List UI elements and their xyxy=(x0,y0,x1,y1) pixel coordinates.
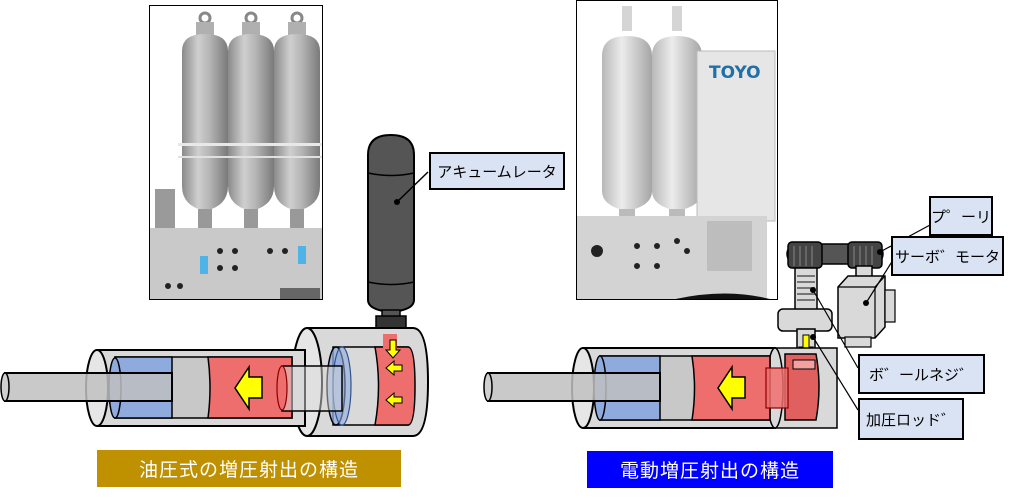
injection-arrow-icon xyxy=(234,364,263,412)
hydraulic-unit-illustration xyxy=(150,11,322,299)
ball-screw-label: ボ゛ールネジ゛ xyxy=(858,354,985,394)
servo-motor xyxy=(837,265,896,348)
hydraulic-unit-photo xyxy=(149,5,323,300)
tank xyxy=(182,11,228,229)
accumulator-vessel xyxy=(367,133,415,335)
leader-dot xyxy=(394,199,400,205)
tank xyxy=(228,11,274,229)
electric-unit-illustration xyxy=(577,6,776,299)
injection-arrow-icon xyxy=(717,364,746,412)
hydraulic-caption: 油圧式の増圧射出の構造 xyxy=(97,450,401,487)
leader-dots xyxy=(810,249,883,340)
pulley-assembly xyxy=(786,241,884,269)
pressure-rod-label: 加圧ロッド゛ xyxy=(858,398,964,440)
accumulator-label: アキュームレータ xyxy=(429,152,565,190)
brand-logo: TOYO xyxy=(709,63,761,83)
tank xyxy=(274,11,320,229)
electric-caption: 電動増圧射出の構造 xyxy=(587,451,833,488)
ball-screw xyxy=(777,267,833,332)
pulley-label: プ゜ーリ xyxy=(929,196,993,236)
pressure-arrow-icon xyxy=(384,339,403,409)
injection-cylinder xyxy=(0,349,343,427)
injection-cylinder xyxy=(483,347,789,429)
leader-line xyxy=(396,171,429,203)
servo-motor-label: サーボ゛モータ xyxy=(891,236,1004,276)
electric-unit-photo: TOYO xyxy=(576,0,778,300)
